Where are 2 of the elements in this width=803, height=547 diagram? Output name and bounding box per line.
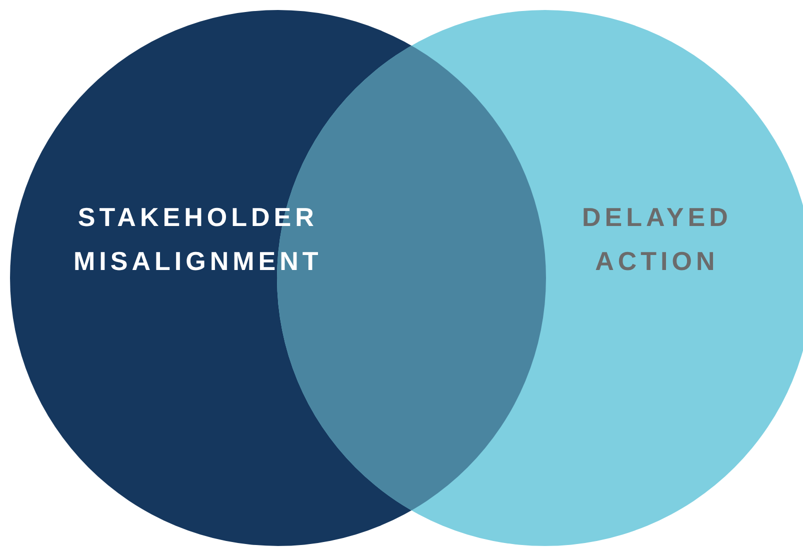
venn-label: DELAYED ACTION: [582, 201, 732, 278]
venn-label: STAKEHOLDER MISALIGNMENT: [74, 201, 322, 278]
